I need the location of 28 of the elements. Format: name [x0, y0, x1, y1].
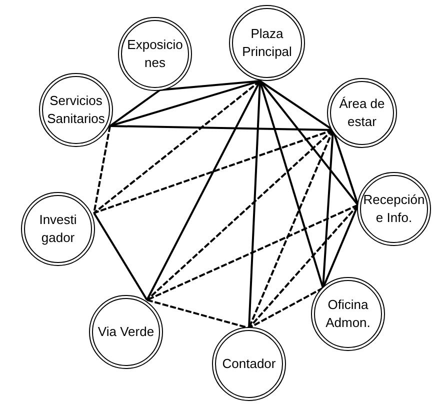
- connector-line: [146, 299, 250, 329]
- connector-line: [93, 126, 111, 214]
- connector-line: [110, 125, 334, 131]
- node-label: Oficina Admon.: [324, 296, 372, 332]
- node-label: Contador: [222, 354, 276, 373]
- node-label: Exposicio nes: [126, 36, 184, 72]
- connector-line: [248, 80, 261, 328]
- connector-line: [109, 89, 161, 127]
- connector-line: [110, 80, 260, 127]
- connector-line: [322, 130, 334, 288]
- node-label: Plaza Principal: [241, 24, 293, 61]
- connector-line: [160, 80, 260, 91]
- connector-line: [146, 129, 334, 301]
- node-label: Recepción e Info.: [362, 190, 426, 227]
- connector-line: [146, 204, 358, 301]
- connector-line: [248, 287, 324, 329]
- connector-line: [248, 130, 334, 328]
- node-label: Via Verde: [98, 322, 154, 341]
- connector-line: [93, 212, 148, 301]
- node-label: Investi gador: [38, 210, 78, 247]
- connector-line: [93, 80, 261, 214]
- connector-line: [259, 80, 359, 206]
- node-label: Área de estar: [338, 94, 386, 131]
- connector-line: [146, 80, 261, 300]
- connector-line: [248, 204, 359, 329]
- connector-line: [259, 80, 324, 288]
- connector-line: [94, 129, 334, 214]
- node-label: Servicios Sanitarios: [46, 92, 106, 128]
